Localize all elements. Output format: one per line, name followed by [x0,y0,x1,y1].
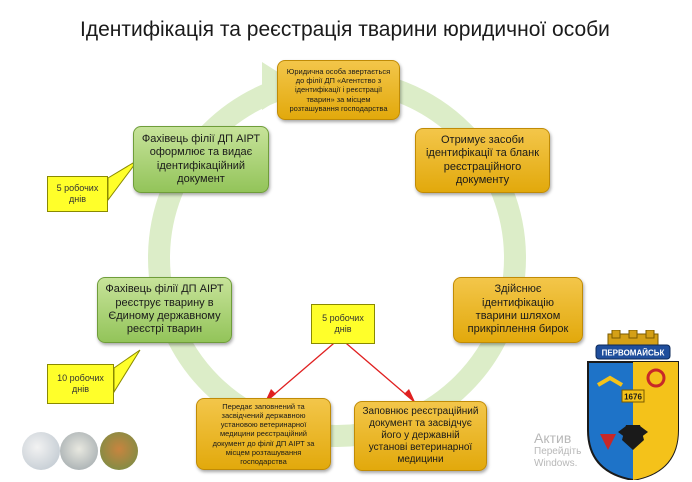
step-issue-document-text: Фахівець філії ДП АІРТ оформлює та видає… [141,132,261,185]
photo-cow-icon [100,432,138,470]
step-register: Фахівець філії ДП АІРТ реєструє тварину … [97,277,232,343]
step-transfer-text: Передає заповнений та засвідчений держав… [212,402,315,466]
callout-pointer-1 [107,159,139,202]
step-identify-text: Здійснює ідентифікацію тварини шляхом пр… [467,283,569,336]
red-arrow-right [339,337,411,399]
step-register-text: Фахівець філії ДП АІРТ реєструє тварину … [105,283,224,336]
activation-watermark: Актив Перейдіть Windows. [534,430,581,469]
photo-sheep-icon [60,432,98,470]
watermark-line-1: Актив [534,430,572,446]
step-apply: Юридична особа звертається до філії ДП «… [277,60,400,120]
page-title: Ідентифікація та реєстрація тварини юрид… [80,18,610,41]
photo-vet-icon [22,432,60,470]
watermark-line-2: Перейдіть [534,446,582,458]
photo-thumbnails [22,432,142,472]
step-identify: Здійснює ідентифікацію тварини шляхом пр… [453,277,583,343]
callout-5-days-top-text: 5 робочих днів [56,182,99,204]
emblem-banner-text: ПЕРВОМАЙСЬК [602,349,665,358]
watermark-line-3: Windows. [534,457,578,469]
callout-pointer-2 [113,349,141,394]
step-receive: Отримує засоби ідентифікації та бланк ре… [415,128,550,193]
step-fill-document-text: Заповнює реєстраційний документ та засві… [362,405,479,466]
red-arrowhead-right [404,389,416,404]
callout-5-days-center: 5 робочих днів [311,304,375,344]
step-issue-document: Фахівець філії ДП АІРТ оформлює та видає… [133,126,269,193]
red-arrow-left [269,337,341,399]
callout-10-days-text: 10 робочих днів [57,372,104,394]
callout-5-days-top: 5 робочих днів [47,176,108,212]
emblem-icon: ПЕРВОМАЙСЬК 1676 [587,330,679,480]
callout-5-days-center-text: 5 робочих днів [322,312,364,334]
step-fill-document: Заповнює реєстраційний документ та засві… [354,401,487,471]
callout-10-days: 10 робочих днів [47,364,114,404]
step-apply-text: Юридична особа звертається до філії ДП «… [286,67,391,113]
step-transfer: Передає заповнений та засвідчений держав… [196,398,331,470]
emblem-year-text: 1676 [624,393,642,402]
step-receive-text: Отримує засоби ідентифікації та бланк ре… [425,133,540,186]
